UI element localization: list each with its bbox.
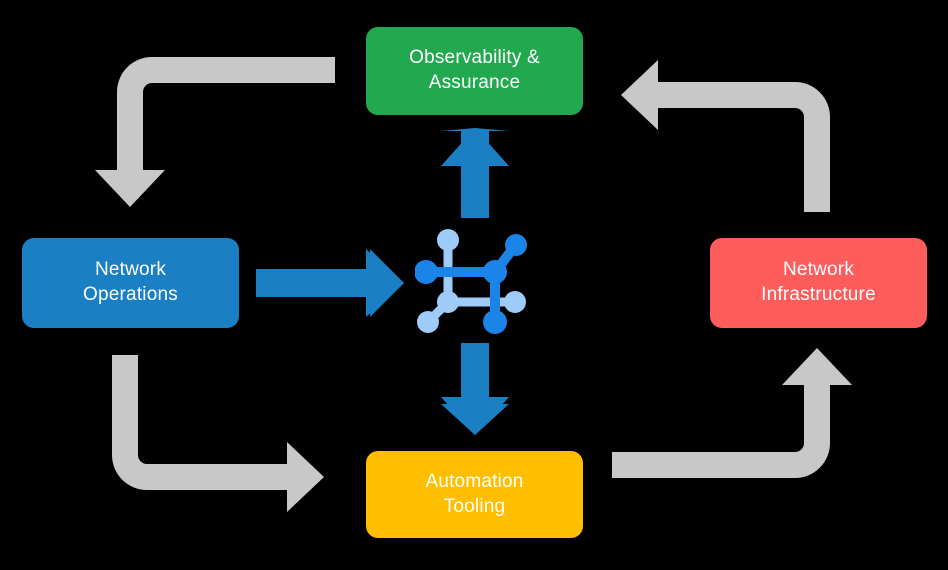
arrowhead-down xyxy=(441,397,509,435)
arrow-infrastructure-to-observability xyxy=(621,60,830,212)
arrowshaft-right xyxy=(256,269,370,297)
node-infrastructure-label: Network Infrastructure xyxy=(761,259,876,305)
arrow-operations-to-automation xyxy=(112,355,324,512)
network-topology-icon xyxy=(415,229,527,334)
arrow-observability-to-operations xyxy=(95,57,335,207)
icon-node-dark-center xyxy=(483,260,507,284)
arrowshaft-up xyxy=(461,160,489,218)
node-observability-assurance[interactable]: Observability & Assurance xyxy=(366,27,583,115)
node-automation-label: Automation Tooling xyxy=(425,470,524,517)
icon-node-light-mid xyxy=(437,291,459,313)
icon-node-dark-left xyxy=(415,260,438,284)
icon-node-light-top xyxy=(437,229,459,251)
icon-node-light-bl xyxy=(417,311,439,333)
arrowshaft-down xyxy=(461,343,489,401)
icon-node-light-right xyxy=(504,291,526,313)
node-operations-label: Network Operations xyxy=(83,259,178,305)
icon-node-dark-tr xyxy=(505,234,527,256)
node-automation-tooling[interactable]: Automation Tooling xyxy=(366,451,583,538)
node-network-infrastructure[interactable]: Network Infrastructure xyxy=(710,238,927,328)
arrowhead-right xyxy=(366,249,404,317)
arrowhead-up xyxy=(441,128,509,166)
icon-node-dark-bottom xyxy=(483,310,507,334)
node-network-operations[interactable]: Network Operations xyxy=(22,238,239,328)
arrow-automation-to-infrastructure xyxy=(612,348,852,478)
node-observability-label: Observability & Assurance xyxy=(409,47,540,93)
